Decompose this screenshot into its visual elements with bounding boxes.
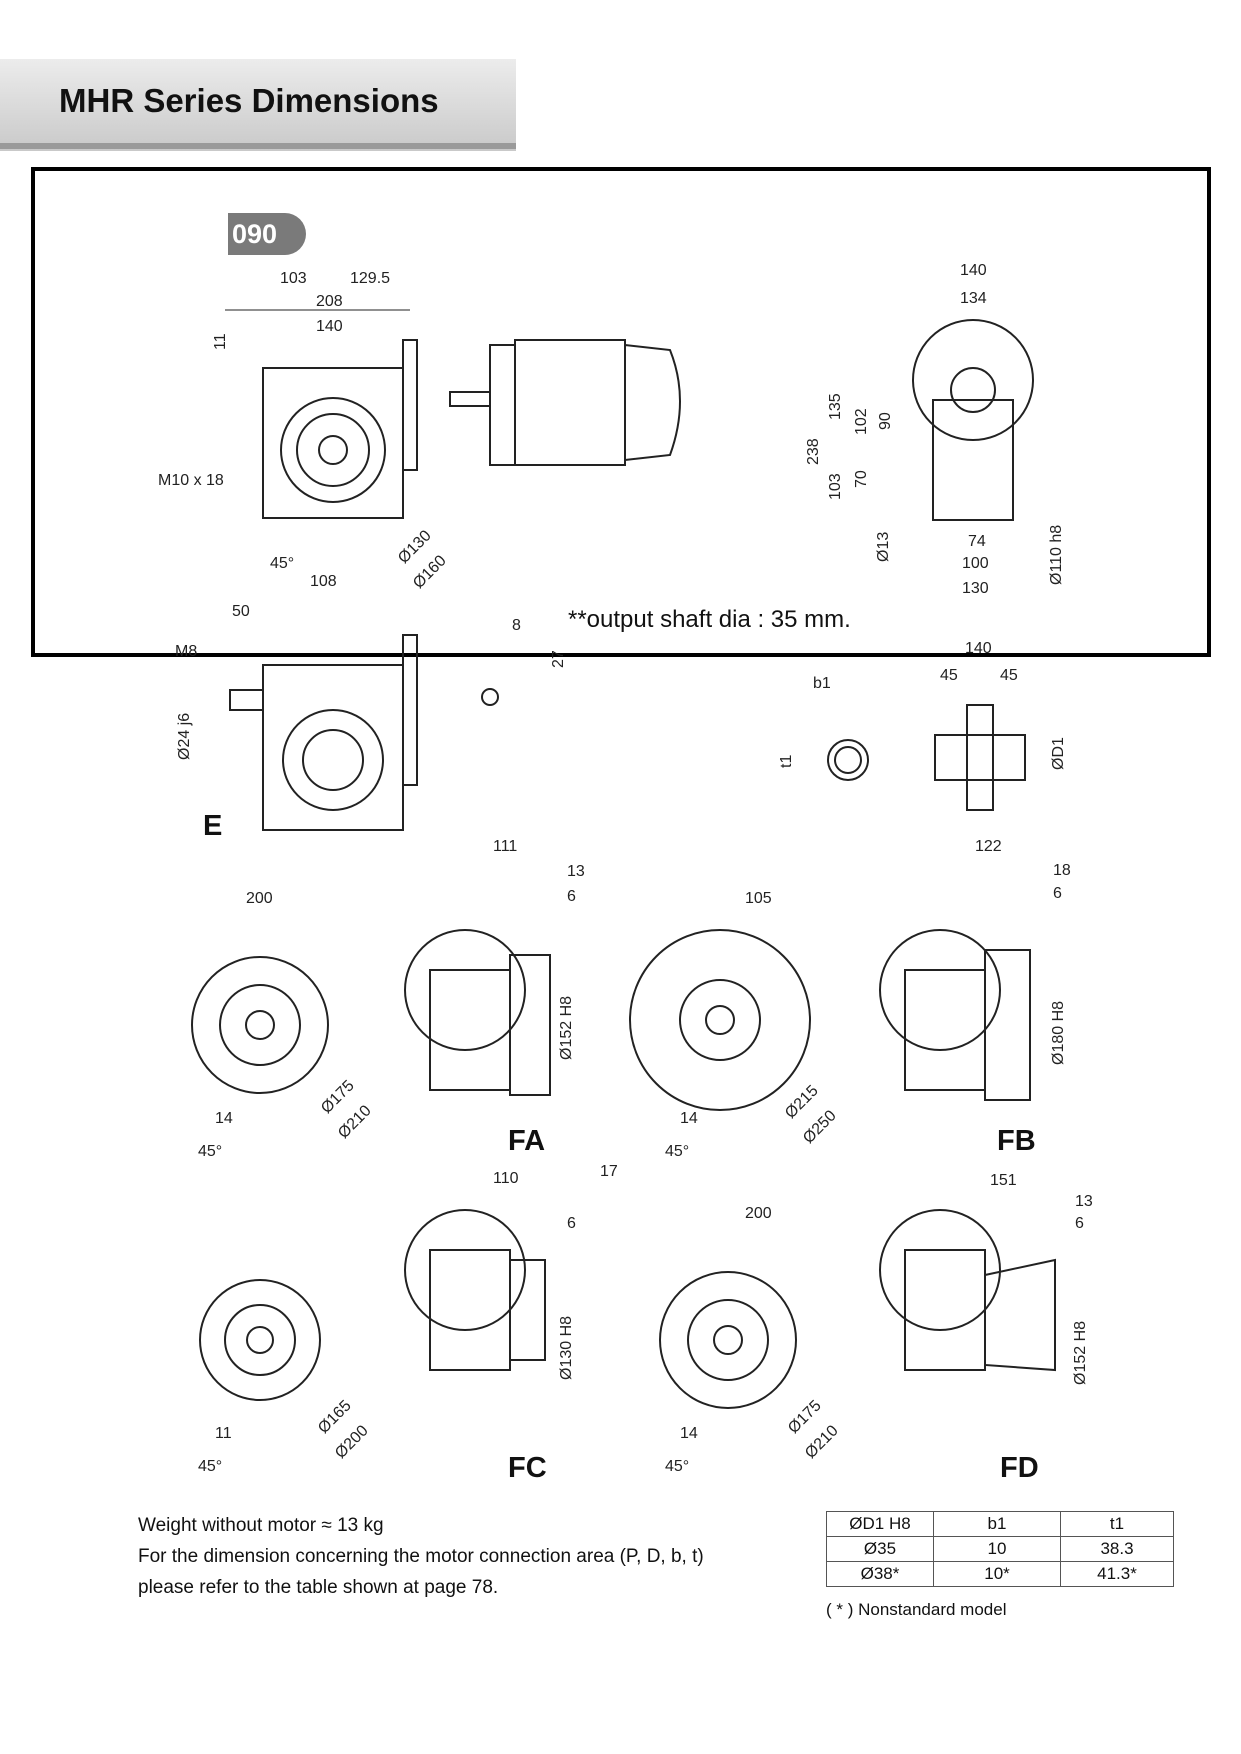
view-label-e: E — [203, 810, 223, 842]
fd-dim-14: 14 — [680, 1425, 698, 1442]
page-number: 17 — [600, 1163, 618, 1180]
title-underline — [0, 143, 516, 149]
table-cell: Ø38* — [826, 1561, 934, 1587]
table-cell: 10 — [933, 1536, 1061, 1562]
fa-dim-d152: Ø152 H8 — [558, 995, 575, 1060]
fc-dim-110: 110 — [493, 1170, 519, 1187]
fc-dim-6: 6 — [567, 1215, 576, 1232]
table-cell: 10* — [933, 1561, 1061, 1587]
table-row: Ø35 10 38.3 — [826, 1536, 1174, 1562]
fb-dim-14: 14 — [680, 1110, 698, 1127]
angle-45: 45° — [270, 555, 295, 572]
shaft-dim-45b: 45 — [1000, 667, 1018, 684]
e-dim-8: 8 — [512, 617, 521, 634]
side-dim-90: 90 — [877, 412, 894, 430]
fb-dim-6: 6 — [1053, 885, 1062, 902]
side-dim-103: 103 — [827, 473, 844, 500]
table-header: t1 — [1060, 1511, 1174, 1537]
side-dim-130: 130 — [962, 580, 989, 597]
side-dim-74: 74 — [968, 533, 986, 550]
dim-11: 11 — [212, 333, 229, 350]
e-dim-27: 27 — [550, 650, 567, 668]
shaft-dim-d1: ØD1 — [1050, 737, 1067, 770]
top-drawing-frame — [31, 167, 1211, 657]
model-badge: 090 — [228, 213, 306, 255]
fb-dim-105: 105 — [745, 890, 772, 907]
fa-dim-111: 111 — [493, 838, 518, 855]
fb-dim-d180: Ø180 H8 — [1050, 1000, 1067, 1065]
thread-m10: M10 x 18 — [158, 472, 224, 489]
shaft-dim-b1: b1 — [813, 675, 831, 692]
side-dim-102: 102 — [853, 408, 870, 435]
fc-dim-d130: Ø130 H8 — [558, 1315, 575, 1380]
note-weight: Weight without motor ≈ 13 kg — [138, 1515, 384, 1536]
shaft-dim-45a: 45 — [940, 667, 958, 684]
dim-108: 108 — [310, 573, 337, 590]
title-bar — [0, 59, 516, 151]
table-header: b1 — [933, 1511, 1061, 1537]
dim-140: 140 — [316, 318, 343, 335]
shaft-dim-140: 140 — [965, 640, 992, 657]
fb-dim-18: 18 — [1053, 862, 1071, 879]
fb-angle: 45° — [665, 1143, 690, 1160]
side-dim-140: 140 — [960, 262, 987, 279]
note-reference: please refer to the table shown at page … — [138, 1577, 499, 1598]
spec-table: ØD1 H8 b1 t1 Ø35 10 38.3 Ø38* 10* 41.3* — [826, 1511, 1174, 1587]
fd-dim-6: 6 — [1075, 1215, 1084, 1232]
dim-208: 208 — [316, 293, 343, 310]
table-cell: 41.3* — [1060, 1561, 1174, 1587]
table-header-row: ØD1 H8 b1 t1 — [826, 1511, 1174, 1537]
side-dim-70: 70 — [853, 470, 870, 488]
table-cell: 38.3 — [1060, 1536, 1174, 1562]
side-dim-238: 238 — [805, 438, 822, 465]
side-dim-135: 135 — [827, 393, 844, 420]
page-title: MHR Series Dimensions — [59, 82, 439, 119]
note-dimension: For the dimension concerning the motor c… — [138, 1546, 704, 1567]
dim-129-5: 129.5 — [350, 270, 391, 287]
fb-dim-122: 122 — [975, 838, 1002, 855]
shaft-note: **output shaft dia : 35 mm. — [568, 606, 851, 633]
e-thread-m8: M8 — [175, 643, 198, 660]
side-dim-d110: Ø110 h8 — [1048, 524, 1065, 585]
fc-angle: 45° — [198, 1458, 223, 1475]
fd-dim-200: 200 — [745, 1205, 772, 1222]
view-label-fb: FB — [997, 1125, 1036, 1157]
fa-dim-14: 14 — [215, 1110, 233, 1127]
fa-dim-200: 200 — [246, 890, 273, 907]
side-dim-d13: Ø13 — [875, 531, 892, 562]
notes: Weight without motor ≈ 13 kg For the dim… — [138, 1510, 704, 1603]
fd-dim-151: 151 — [990, 1172, 1017, 1189]
view-label-fd: FD — [1000, 1452, 1039, 1484]
footnote: ( * ) Nonstandard model — [826, 1600, 1007, 1619]
fa-angle: 45° — [198, 1143, 223, 1160]
fd-dim-13: 13 — [1075, 1193, 1093, 1210]
table-header: ØD1 H8 — [826, 1511, 934, 1537]
dim-103: 103 — [280, 270, 307, 287]
view-label-fc: FC — [508, 1452, 547, 1484]
table-row: Ø38* 10* 41.3* — [826, 1561, 1174, 1587]
fd-angle: 45° — [665, 1458, 690, 1475]
fa-dim-13: 13 — [567, 863, 585, 880]
table-cell: Ø35 — [826, 1536, 934, 1562]
fc-dim-11: 11 — [215, 1425, 232, 1442]
e-dim-50: 50 — [232, 603, 250, 620]
view-label-fa: FA — [508, 1125, 546, 1157]
fa-dim-6: 6 — [567, 888, 576, 905]
fd-dim-d152: Ø152 H8 — [1072, 1320, 1089, 1385]
side-dim-100: 100 — [962, 555, 989, 572]
shaft-dim-t1: t1 — [778, 754, 795, 768]
side-dim-134: 134 — [960, 290, 987, 307]
e-dim-d24: Ø24 j6 — [176, 712, 193, 760]
